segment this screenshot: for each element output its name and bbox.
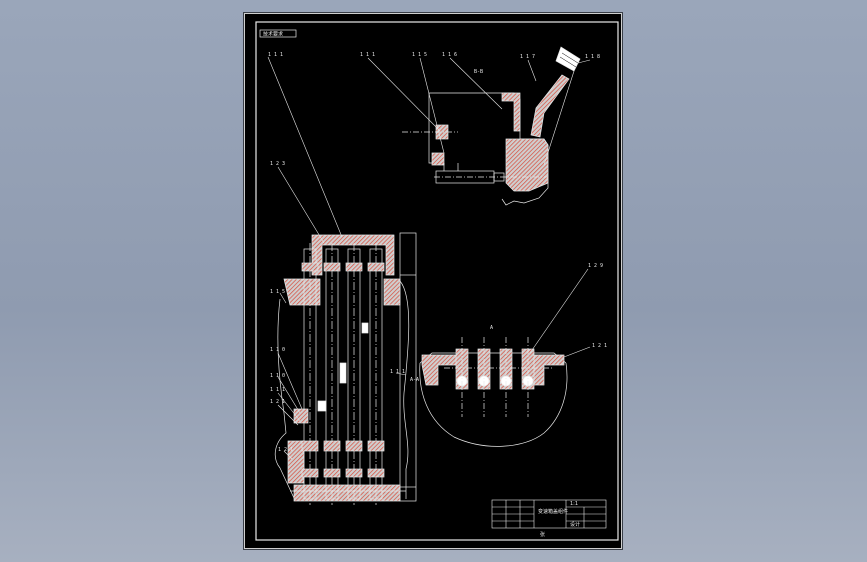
inner-frame [255,21,619,541]
frame-tag-box [259,29,297,38]
drawing-sheet: 技术要求 1 1 1 1 1 5 1 1 6 1 1 7 [244,13,622,549]
view-label-a: A [490,325,493,331]
view-label-b: B-B [474,69,483,75]
engineering-drawing: 技术要求 1 1 1 1 1 5 1 1 6 1 1 7 [244,13,622,549]
label-13: 1 2 1 [278,447,293,453]
frame-tag: 技术要求 [263,31,283,38]
outer-border [244,13,622,549]
view-label-aa: A-A [410,377,419,383]
title-sheet: 设计 [570,521,580,528]
section-view-b [402,46,581,206]
label-2: 1 1 5 [412,52,427,58]
label-10: 1 1 0 [270,373,285,379]
label-12: 1 2 1 [270,399,285,405]
title-block [491,499,607,529]
title-part-name: 变速箱盖组件 [538,508,568,515]
leaders-top [367,57,591,166]
label-11: 1 1 1 [270,387,285,393]
label-9: 1 1 0 [270,347,285,353]
label-6: 1 1 1 [268,52,283,58]
title-footer: 张 [540,531,545,538]
label-3: 1 1 6 [442,52,457,58]
main-section-view [274,232,417,505]
leaders-main [267,56,407,460]
section-view-a [419,337,568,447]
label-15: 1 2 9 [588,263,603,269]
label-16: 1 2 1 [592,343,607,349]
label-1: 1 1 1 [360,52,375,58]
label-7: 1 2 3 [270,161,285,167]
label-5: 1 1 8 [585,54,600,60]
title-scale: 1:1 [570,501,578,507]
label-8: 1 1 5 [270,289,285,295]
label-14: 1 1 1 [390,369,405,375]
label-4: 1 1 7 [520,54,535,60]
leaders-a [529,268,591,358]
